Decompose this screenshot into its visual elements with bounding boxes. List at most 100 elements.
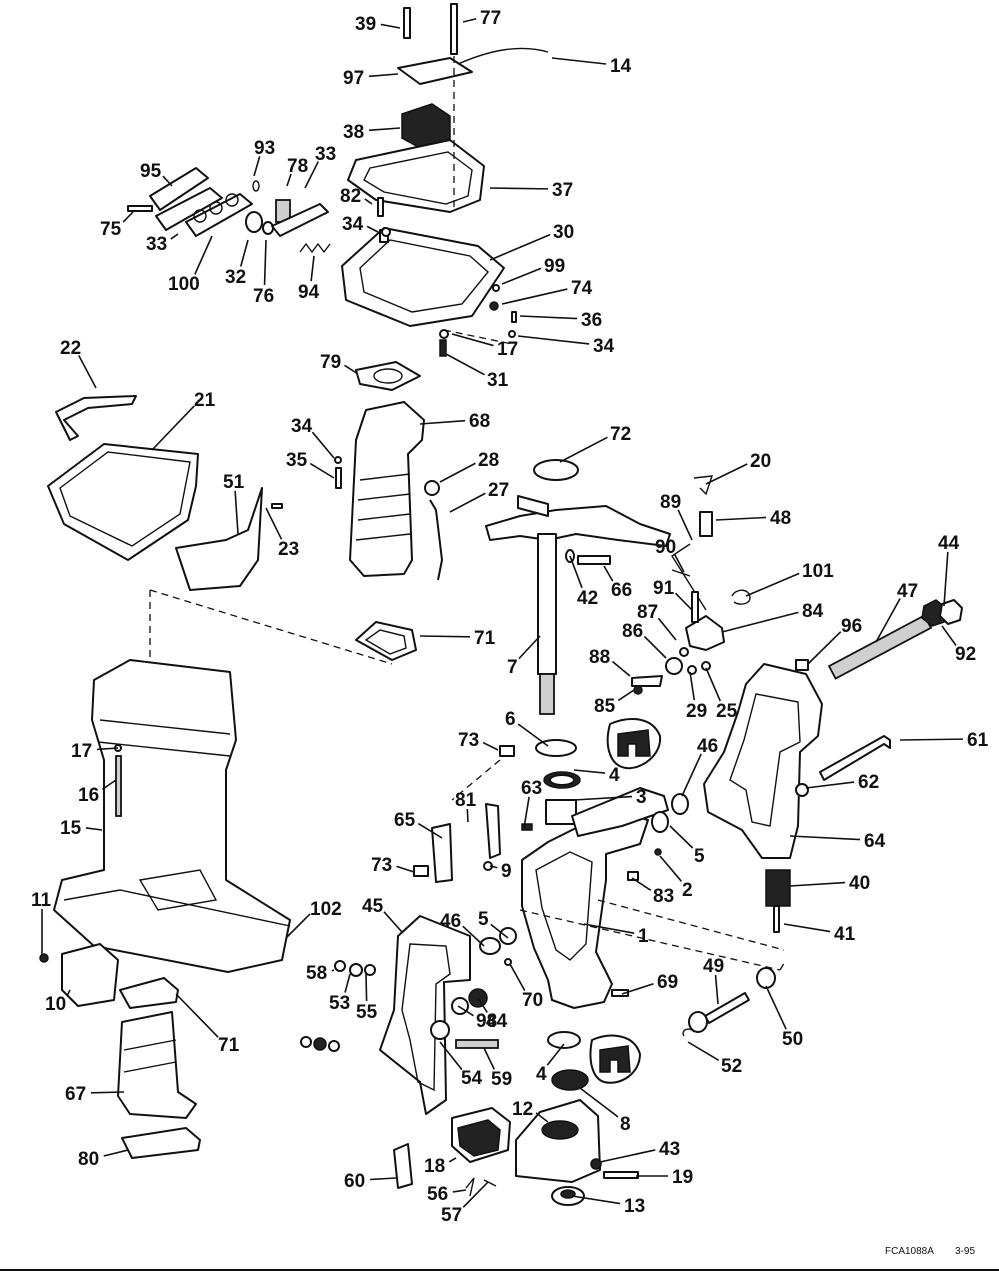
callout-leader-21 — [151, 405, 195, 451]
bracket-64 — [703, 663, 823, 859]
washer-96 — [795, 659, 809, 671]
callout-leader-34 — [366, 225, 379, 233]
steering-arm — [485, 505, 671, 547]
plate-95 — [149, 167, 209, 211]
drive-housing-group — [39, 589, 393, 1159]
callout-leader-91 — [675, 592, 693, 611]
callout-label-25: 25 — [716, 701, 738, 722]
plug-2 — [654, 848, 662, 856]
cap-72 — [533, 459, 579, 481]
nut-53b — [313, 1037, 327, 1051]
callout-leader-23 — [265, 507, 283, 540]
callout-label-89: 89 — [660, 492, 681, 513]
bracket-65 — [431, 823, 453, 883]
callout-label-102: 102 — [310, 899, 342, 920]
callout-leader-30 — [489, 233, 551, 261]
ball-85 — [633, 685, 643, 695]
bolt-69 — [611, 989, 629, 997]
callout-leader-71 — [175, 993, 219, 1038]
washer-76 — [262, 221, 274, 235]
callout-label-51: 51 — [223, 472, 245, 493]
callout-label-77: 77 — [480, 8, 501, 29]
callout-label-5: 5 — [694, 846, 705, 867]
screw-63 — [521, 823, 533, 831]
seal-4b — [547, 1031, 581, 1049]
callout-leader-82 — [364, 198, 373, 205]
screw-73a — [499, 745, 515, 757]
washer-34b — [334, 456, 342, 464]
callout-label-4: 4 — [536, 1064, 547, 1085]
callout-leader-45 — [383, 911, 403, 933]
callout-leader-62 — [805, 781, 855, 789]
callout-leader-59 — [483, 1047, 496, 1070]
washer-29 — [687, 665, 697, 675]
callout-label-11: 11 — [31, 890, 52, 911]
ring-101 — [731, 589, 751, 605]
callout-label-3: 3 — [636, 787, 647, 808]
callout-leader-52 — [687, 1041, 720, 1062]
callout-leader-29 — [689, 671, 696, 701]
washer-46a — [671, 793, 689, 815]
callout-leader-42 — [569, 555, 583, 589]
callout-label-33: 33 — [315, 144, 336, 165]
diagram-date: 3-95 — [955, 1246, 975, 1257]
callout-leader-68 — [419, 419, 466, 425]
washer-62 — [795, 783, 809, 797]
lever-84 — [685, 615, 725, 651]
washer-99 — [492, 284, 500, 292]
callout-label-50: 50 — [782, 1029, 803, 1050]
screw-57 — [483, 1179, 497, 1187]
callout-label-97: 97 — [343, 68, 364, 89]
callout-leader-37 — [489, 187, 549, 190]
callout-label-73: 73 — [458, 730, 479, 751]
screw-73b — [413, 865, 429, 877]
callout-label-73: 73 — [371, 855, 392, 876]
callout-label-2: 2 — [682, 880, 693, 901]
screw-75 — [127, 205, 153, 212]
hose-27 — [429, 499, 443, 581]
callout-leader-83 — [631, 877, 652, 891]
gasket-33b — [271, 203, 329, 237]
callout-label-46: 46 — [697, 736, 718, 757]
callout-leader-34 — [517, 335, 590, 345]
callout-leader-88 — [611, 660, 631, 677]
clip-20 — [693, 475, 714, 496]
swivel-bracket-group — [413, 745, 791, 1009]
callout-label-41: 41 — [834, 924, 856, 945]
callout-label-37: 37 — [552, 180, 573, 201]
callout-label-9: 9 — [501, 861, 512, 882]
lower-swivel-group — [393, 1031, 641, 1206]
callout-label-23: 23 — [278, 539, 299, 560]
oring-93 — [252, 180, 260, 192]
callout-label-38: 38 — [343, 122, 364, 143]
screw-36 — [511, 311, 517, 323]
nut-44 — [921, 599, 947, 627]
callout-label-75: 75 — [100, 219, 122, 240]
callout-label-20: 20 — [750, 451, 771, 472]
stern-bracket-right — [703, 599, 963, 859]
callout-leader-8 — [579, 1087, 619, 1118]
callout-label-92: 92 — [955, 644, 976, 665]
callout-label-67: 67 — [65, 1084, 86, 1105]
washer-55b — [328, 1040, 340, 1052]
clip-52 — [682, 1028, 695, 1037]
exhaust-68 — [349, 401, 425, 577]
callout-leader-33 — [170, 233, 179, 240]
callout-label-70: 70 — [522, 990, 543, 1011]
callout-leader-33 — [304, 161, 319, 189]
callout-leader-71 — [419, 635, 471, 638]
screw-35 — [335, 467, 342, 489]
washer-34 — [381, 227, 391, 237]
callout-label-22: 22 — [60, 338, 81, 359]
callout-leader-25 — [705, 667, 722, 702]
callout-leader-48 — [715, 516, 767, 521]
seal-71a — [355, 621, 417, 661]
callout-label-68: 68 — [469, 411, 490, 432]
callout-label-90: 90 — [655, 537, 676, 558]
top-cover-group — [347, 3, 549, 213]
cover-21 — [47, 443, 199, 561]
callout-leader-64 — [789, 835, 861, 841]
callout-leader-87 — [657, 617, 677, 641]
callout-leader-2 — [659, 855, 683, 882]
callout-label-65: 65 — [394, 810, 416, 831]
